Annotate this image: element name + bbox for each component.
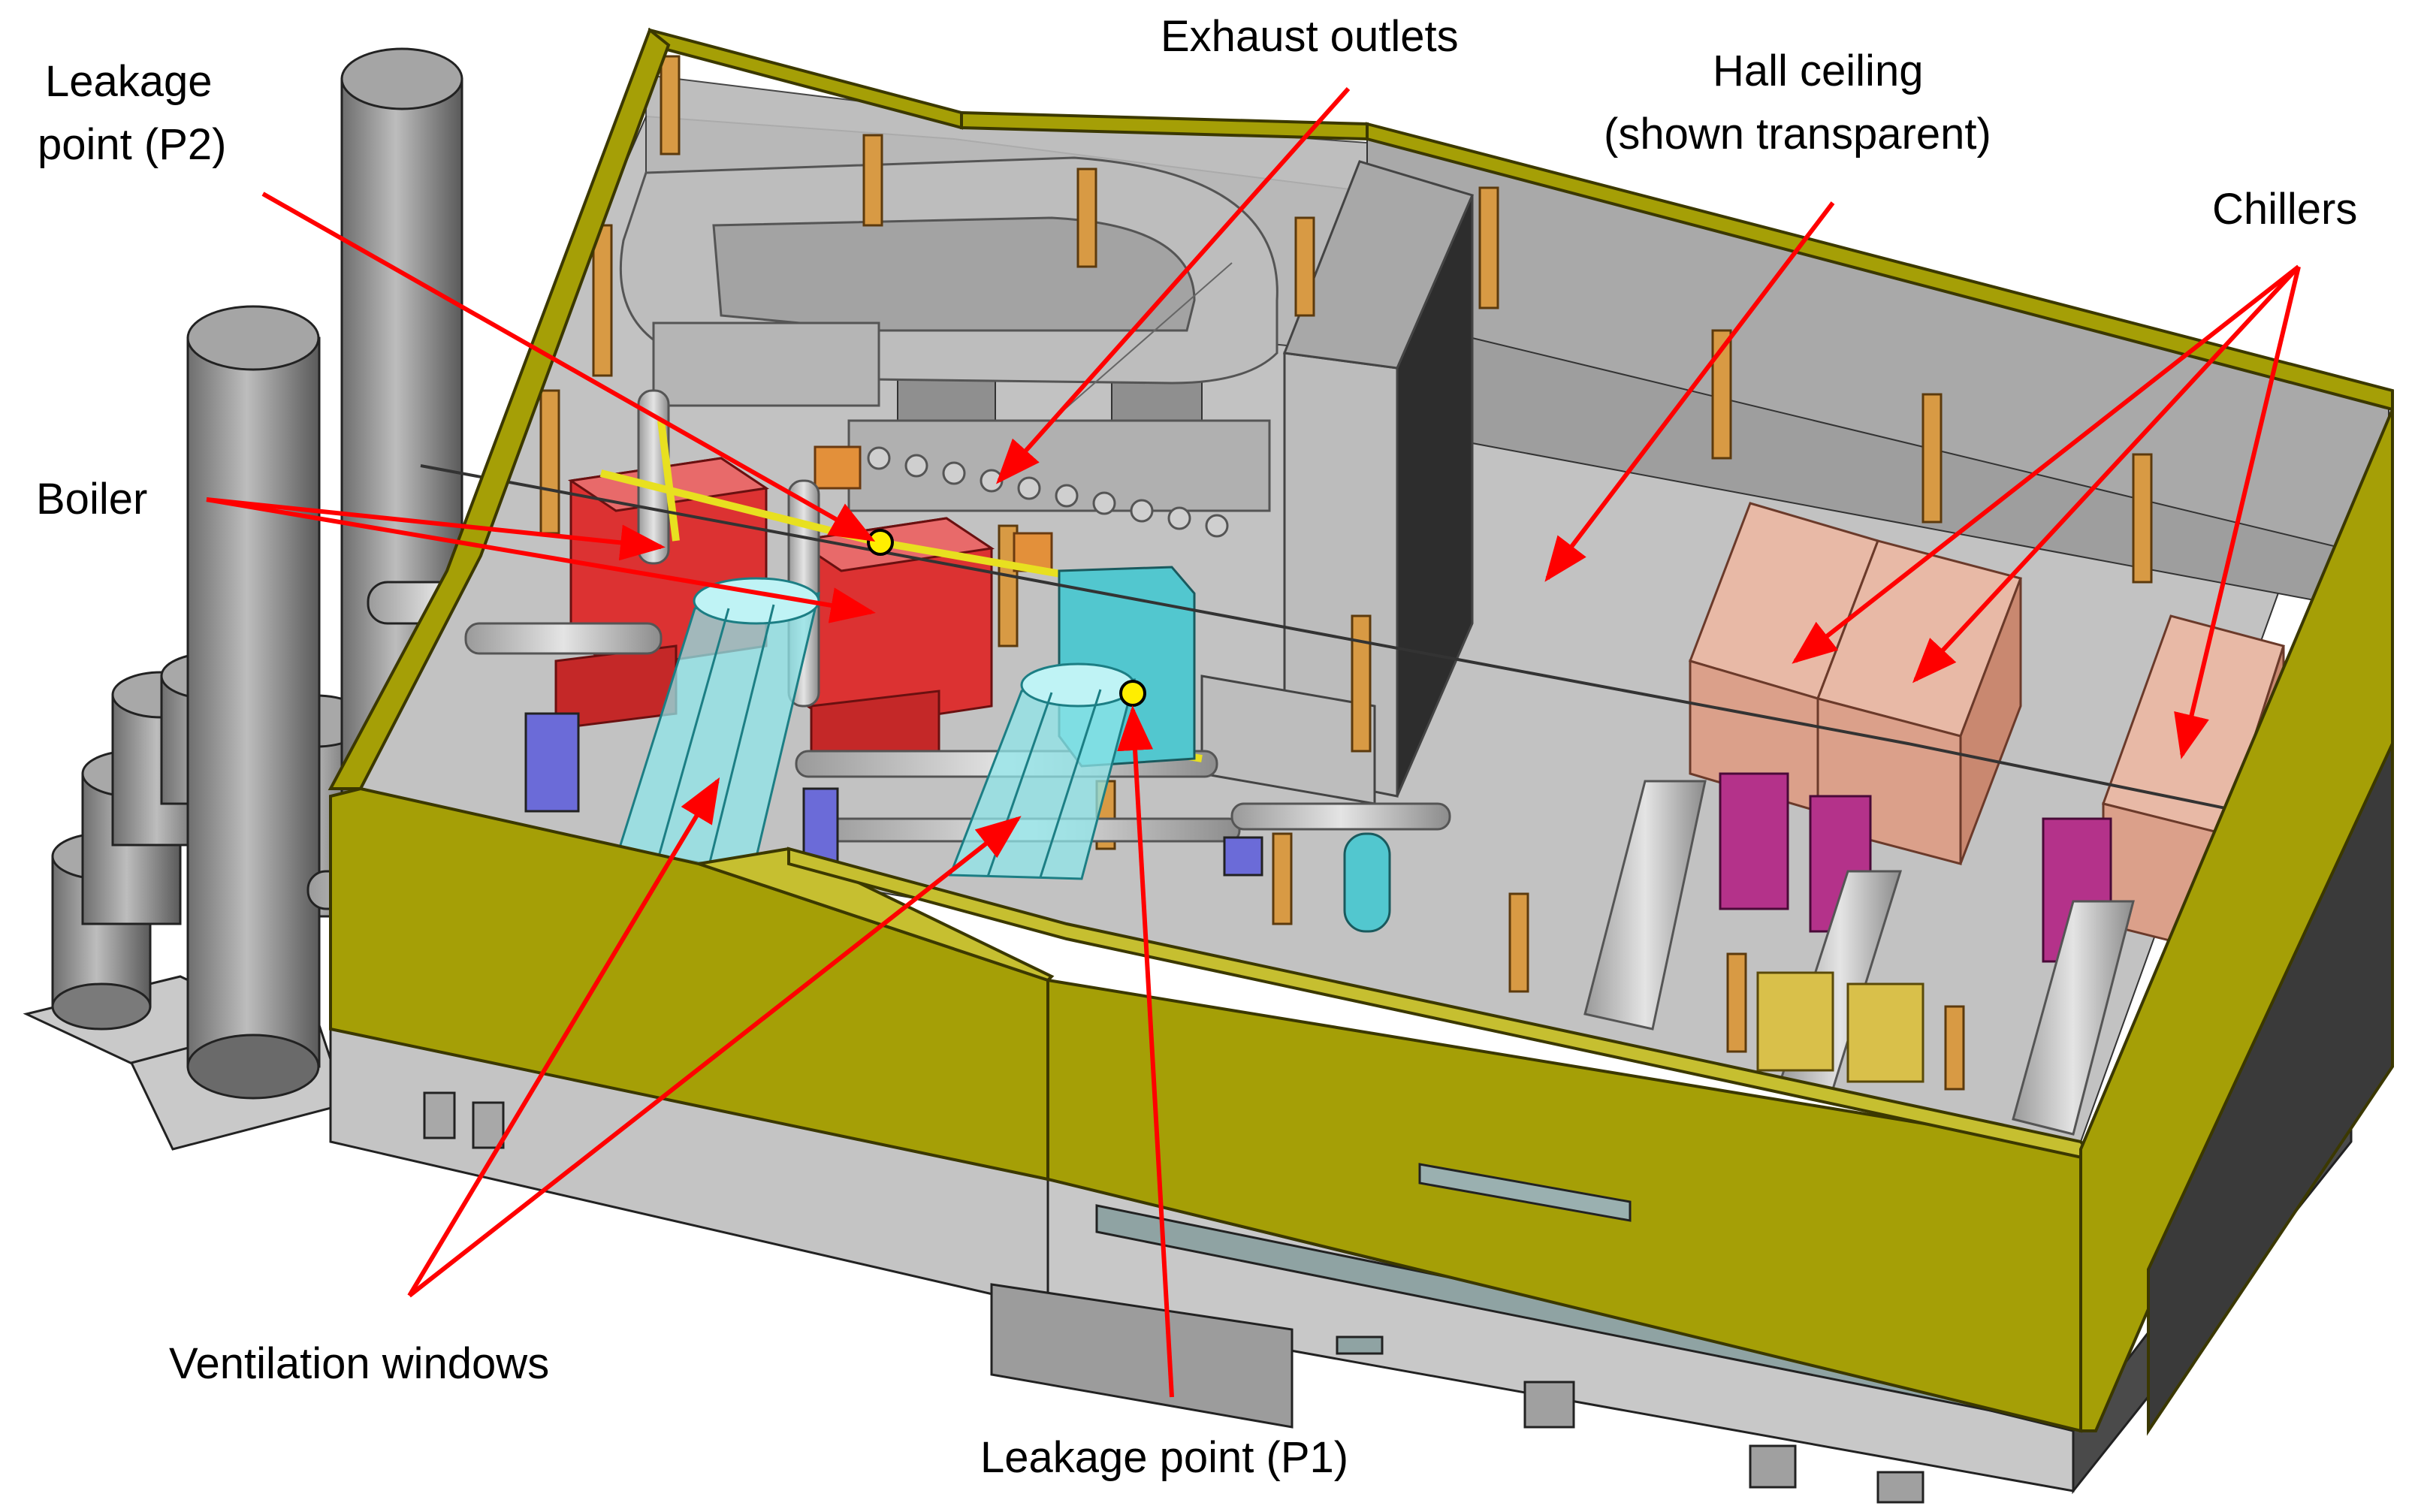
column xyxy=(660,55,681,155)
building-base xyxy=(329,1028,2353,1504)
leakage-point-p1-marker xyxy=(1119,680,1146,707)
wall-right-dark xyxy=(2147,743,2394,1436)
base-window xyxy=(423,1091,456,1139)
arrow-chillers-1 xyxy=(1792,264,2300,664)
control-cabinets xyxy=(1756,971,1924,1083)
column xyxy=(862,134,883,227)
label-chillers: Chillers xyxy=(2212,185,2357,234)
column xyxy=(1351,614,1372,753)
column xyxy=(1478,186,1499,309)
column xyxy=(1944,1005,1965,1091)
duct-inner xyxy=(712,216,1196,332)
label-boiler: Boiler xyxy=(36,475,147,524)
pipe xyxy=(464,622,663,655)
exhaust-outlet-row xyxy=(867,446,1229,538)
column xyxy=(592,224,613,377)
arrow-boiler-1 xyxy=(206,497,666,561)
ductwork xyxy=(619,156,1475,805)
column xyxy=(2132,453,2153,584)
arrow-hall-ceiling xyxy=(1544,201,1835,582)
column xyxy=(1076,167,1097,268)
arrow-chillers-3 xyxy=(2174,266,2301,759)
callout-arrows xyxy=(206,87,2301,1398)
leakage-point-p2-marker xyxy=(867,529,894,556)
label-leakage-p1: Leakage point (P1) xyxy=(980,1433,1348,1482)
chimney-stack xyxy=(186,305,321,1100)
pump xyxy=(1223,836,1263,877)
base-window xyxy=(1749,1444,1797,1489)
arrow-boiler-2 xyxy=(206,497,876,623)
label-leakage-p2-line1: Leakage xyxy=(45,57,213,106)
column xyxy=(1921,393,1943,524)
label-leakage-p2-line2: point (P2) xyxy=(38,120,226,169)
arrow-leakage-p1 xyxy=(1117,705,1174,1398)
arrow-exhaust-outlets xyxy=(996,87,1351,484)
base-window xyxy=(1523,1381,1575,1429)
arrow-leakage-p2 xyxy=(261,192,876,542)
entrance-block xyxy=(990,1283,1294,1429)
pump xyxy=(802,787,839,865)
column xyxy=(1272,832,1293,925)
base-window xyxy=(1876,1471,1924,1504)
wall-front-slope xyxy=(698,847,1055,982)
column xyxy=(1726,952,1747,1053)
gas-pipe-yellow xyxy=(657,420,680,542)
label-exhaust-outlets: Exhaust outlets xyxy=(1161,12,1459,61)
duct-segment xyxy=(652,321,880,407)
arrow-vent-2 xyxy=(408,816,1022,1298)
label-hall-ceiling-line1: Hall ceiling xyxy=(1713,47,1923,95)
base-window xyxy=(1336,1335,1384,1355)
boiler-burner xyxy=(814,445,862,490)
wall-vent-slot xyxy=(1418,1163,1632,1222)
label-ventilation-windows: Ventilation windows xyxy=(169,1339,549,1388)
column xyxy=(1294,216,1315,317)
arrow-chillers-2 xyxy=(1912,264,2301,684)
ceiling-frame-line xyxy=(1051,262,1233,421)
base-window xyxy=(472,1101,505,1149)
chiller-pump xyxy=(1719,772,1789,910)
vertical-shaft-top xyxy=(1282,160,1475,370)
pipe xyxy=(1230,802,1451,831)
column xyxy=(1508,892,1529,993)
ceiling-frame-line xyxy=(420,464,2352,835)
column xyxy=(539,389,560,535)
pump xyxy=(524,712,580,813)
label-hall-ceiling-line2: (shown transparent) xyxy=(1604,110,1991,158)
arrow-vent-1 xyxy=(407,777,720,1297)
